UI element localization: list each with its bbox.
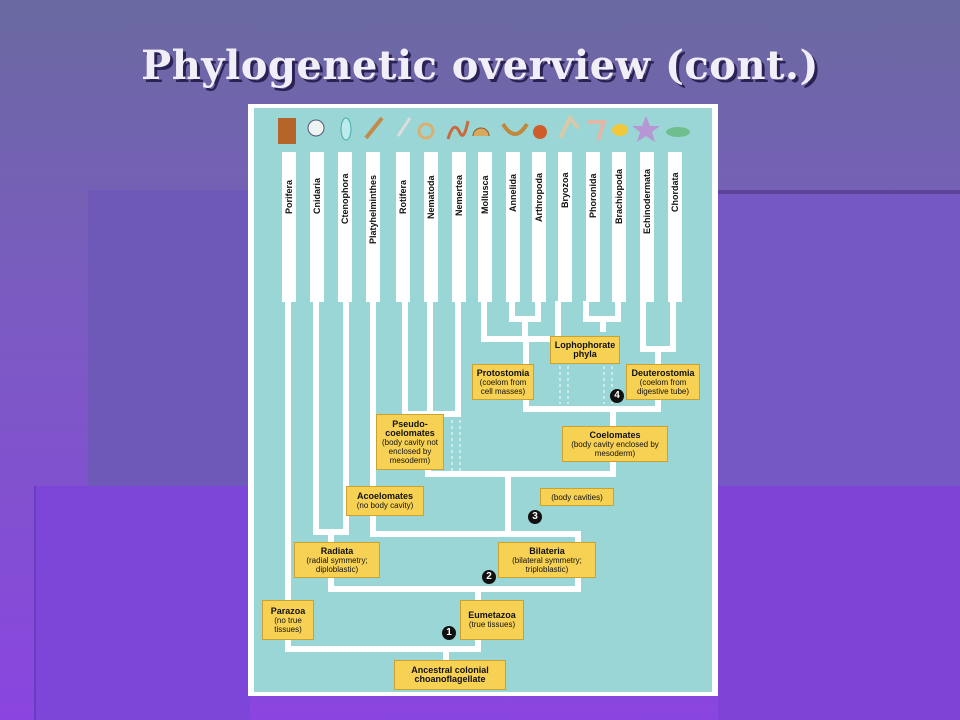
group-deuterostomia-title: Deuterostomia	[631, 367, 695, 378]
group-eumetazoa-title: Eumetazoa	[468, 610, 516, 620]
group-pseudocoelomates-sub: (body cavity not enclosed by mesoderm)	[381, 437, 439, 465]
slide-title: Phylogenetic overview (cont.)	[141, 42, 819, 89]
group-deuterostomia: Deuterostomia (coelom from digestive tub…	[626, 364, 700, 400]
node-badge-4: 4	[610, 389, 624, 403]
phylum-label-arthropoda: Arthropoda	[534, 173, 544, 222]
group-coelomates-sub: (body cavity enclosed by mesoderm)	[571, 439, 659, 458]
phylogeny-figure: Porifera Cnidaria Ctenophora Platyhelmin…	[248, 104, 718, 696]
group-bilateria-sub: (bilateral symmetry; triploblastic)	[512, 555, 582, 574]
group-protostomia-sub: (coelom from cell masses)	[479, 377, 527, 396]
organism-icons	[278, 114, 690, 144]
group-acoelomates-sub: (no body cavity)	[356, 501, 414, 510]
group-parazoa: Parazoa (no true tissues)	[262, 600, 314, 640]
group-protostomia: Protostomia (coelom from cell masses)	[472, 364, 534, 400]
phylum-label-mollusca: Mollusca	[480, 175, 490, 214]
group-deuterostomia-sub: (coelom from digestive tube)	[636, 377, 690, 396]
group-eumetazoa: Eumetazoa (true tissues)	[460, 600, 524, 640]
decor-panel-right	[718, 190, 960, 494]
group-lophophorate-title: Lophophorate	[554, 340, 616, 350]
node-badge-2: 2	[482, 570, 496, 584]
group-lophophorate-sub: phyla	[573, 349, 597, 359]
decor-panel-right-bottom	[718, 486, 960, 720]
node-badge-3: 3	[528, 510, 542, 524]
group-lophophorate: Lophophorate phyla	[550, 336, 620, 364]
group-body-cavities: (body cavities)	[540, 488, 614, 506]
group-parazoa-title: Parazoa	[270, 605, 306, 616]
phylum-label-nemertea: Nemertea	[454, 174, 464, 216]
group-coelomates-title: Coelomates	[589, 429, 641, 440]
group-acoelomates-title: Acoelomates	[356, 491, 414, 501]
group-pseudocoelomates: Pseudo-coelomates (body cavity not enclo…	[376, 414, 444, 470]
phylum-label-brachiopoda: Brachiopoda	[614, 168, 624, 224]
phylum-label-rotifera: Rotifera	[398, 179, 408, 214]
phylum-label-platyhelminthes: Platyhelminthes	[368, 174, 378, 244]
group-coelomates: Coelomates (body cavity enclosed by meso…	[562, 426, 668, 462]
phylum-label-chordata: Chordata	[670, 172, 680, 212]
phylum-label-annelida: Annelida	[508, 173, 518, 212]
node-badge-1: 1	[442, 626, 456, 640]
phylum-label-echinodermata: Echinodermata	[642, 168, 652, 234]
group-parazoa-sub: (no true tissues)	[274, 615, 302, 634]
phylum-label-porifera: Porifera	[284, 179, 294, 214]
group-radiata: Radiata (radial symmetry; diploblastic)	[294, 542, 380, 578]
phylogeny-tree	[248, 104, 718, 696]
group-ancestor: Ancestral colonial choanoflagellate	[394, 660, 506, 690]
decor-panel-left	[88, 190, 248, 490]
group-bilateria: Bilateria (bilateral symmetry; triplobla…	[498, 542, 596, 578]
phylum-label-cnidaria: Cnidaria	[312, 177, 322, 214]
group-acoelomates: Acoelomates (no body cavity)	[346, 486, 424, 516]
phylum-label-nematoda: Nematoda	[426, 175, 436, 219]
group-protostomia-title: Protostomia	[476, 367, 530, 378]
decor-panel-bottom	[34, 486, 250, 720]
phylum-label-phoronida: Phoronida	[588, 173, 598, 219]
group-bilateria-title: Bilateria	[529, 545, 565, 556]
phylum-label-ctenophora: Ctenophora	[340, 173, 350, 225]
group-eumetazoa-sub: (true tissues)	[468, 620, 516, 629]
phylum-label-bryozoa: Bryozoa	[560, 172, 570, 208]
group-radiata-sub: (radial symmetry; diploblastic)	[306, 555, 368, 574]
group-body-cavities-sub: (body cavities)	[551, 492, 603, 502]
group-radiata-title: Radiata	[320, 545, 354, 556]
group-ancestor-title: Ancestral colonial choanoflagellate	[411, 665, 489, 684]
group-pseudocoelomates-title: Pseudo-coelomates	[385, 418, 435, 438]
